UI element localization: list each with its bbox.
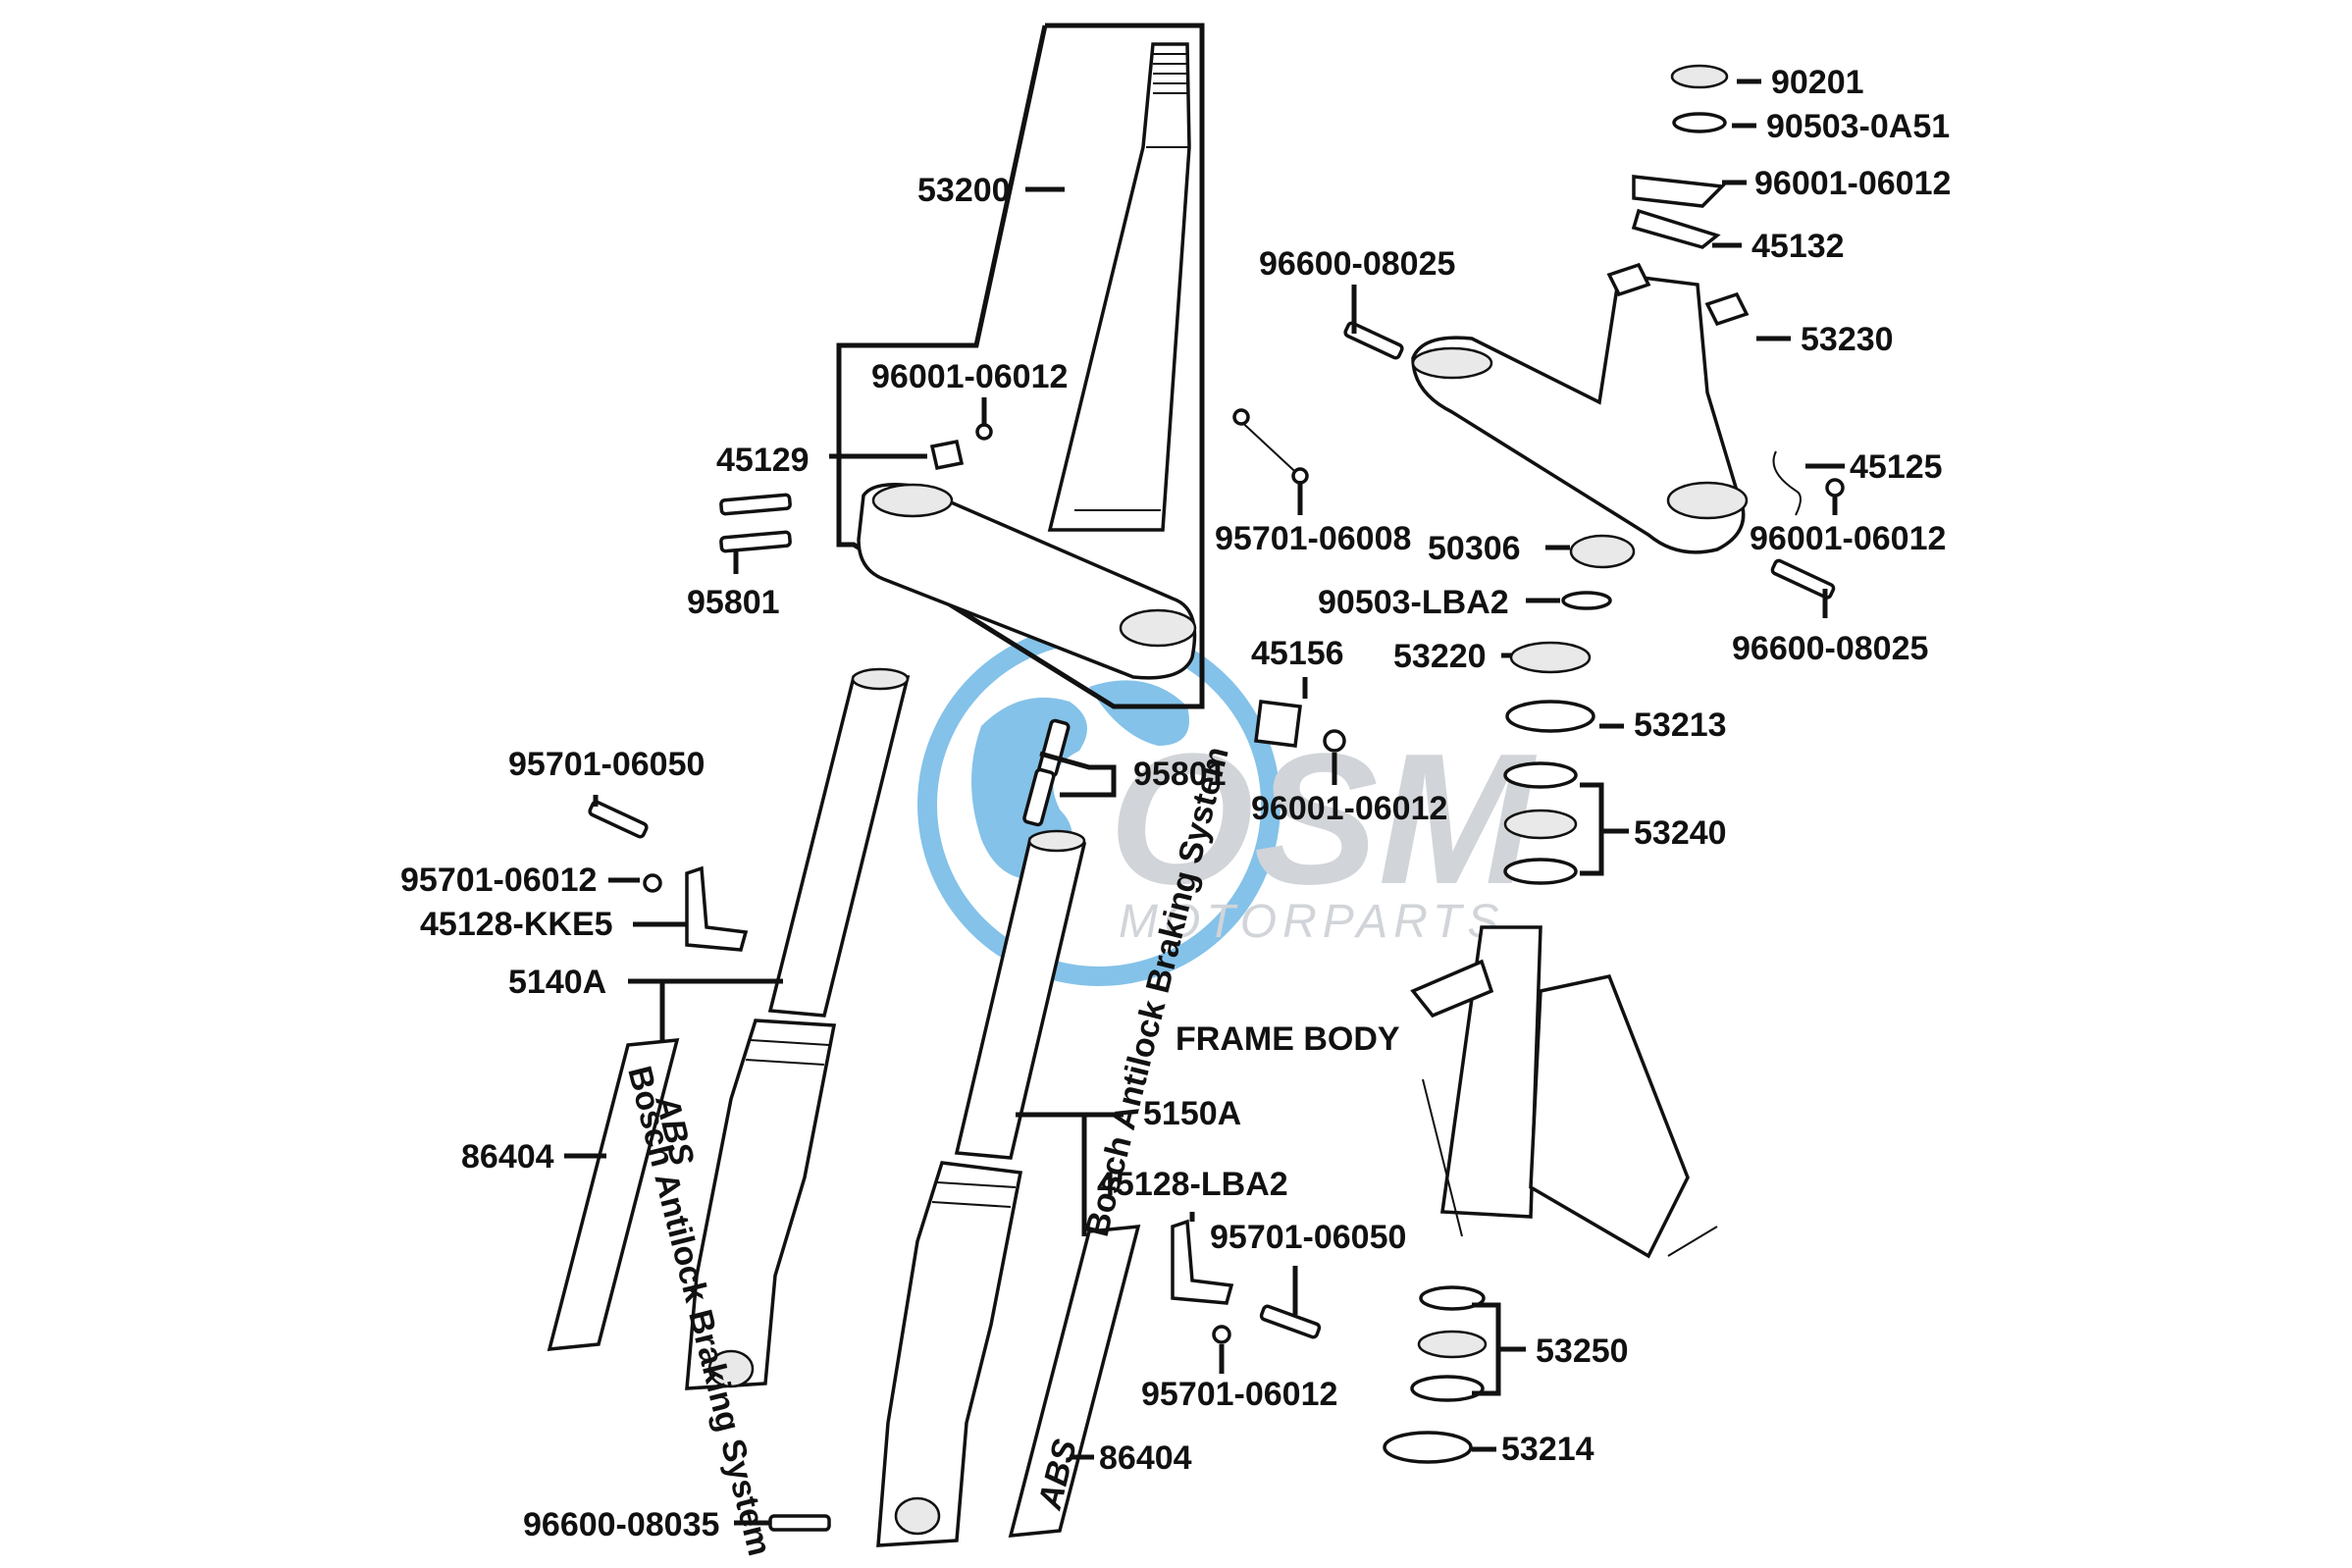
stem-thread	[1153, 53, 1187, 94]
clamp-bore-right	[1119, 608, 1197, 648]
right-fork-leg	[876, 829, 1087, 1547]
label-95801-center: 95801	[1133, 756, 1227, 793]
bolt-95701-06050-left	[588, 800, 649, 839]
bolts-95801-left	[719, 493, 792, 553]
bearing-53250	[1410, 1375, 1485, 1402]
label-53240: 53240	[1634, 814, 1727, 852]
label-53200: 53200	[917, 172, 1011, 209]
right-fork-tube	[954, 837, 1087, 1160]
label-45128-LBA2: 45128-LBA2	[1097, 1166, 1288, 1203]
label-45129: 45129	[716, 442, 810, 479]
watermark-globe-land-2	[1089, 680, 1189, 746]
clip-45129	[929, 439, 965, 471]
label-96001-06012-center: 96001-06012	[1251, 790, 1447, 827]
bracket-96001-06012	[1632, 175, 1726, 208]
label-45156: 45156	[1251, 635, 1344, 672]
part-labels: 53200 96001-06012 45129 95801 96600-0802…	[400, 64, 1951, 1543]
label-5140A: 5140A	[508, 964, 606, 1001]
label-90503-LBA2: 90503-LBA2	[1318, 584, 1509, 621]
label-95701-06050-right: 95701-06050	[1210, 1219, 1406, 1256]
label-53214: 53214	[1501, 1431, 1594, 1468]
label-95801-left: 95801	[687, 584, 780, 621]
label-45125: 45125	[1850, 448, 1943, 486]
label-45128-KKE5: 45128-KKE5	[420, 906, 613, 943]
label-95701-06008: 95701-06008	[1215, 520, 1411, 557]
bearing-stack	[1383, 534, 1636, 1464]
label-96001-06012-top: 96001-06012	[871, 358, 1068, 395]
label-5150A: 5150A	[1143, 1095, 1241, 1132]
bolt-96600-08025-bottom	[1770, 558, 1836, 600]
right-fork-slider	[876, 1161, 1023, 1547]
watermark-tagline: MOTORPARTS	[1119, 896, 1504, 948]
label-90503-0A51: 90503-0A51	[1766, 108, 1950, 145]
label-96001-06012-bracket: 96001-06012	[1750, 520, 1946, 557]
leader-lines	[564, 78, 1845, 1526]
nut-50306	[1569, 534, 1636, 569]
label-53213: 53213	[1634, 706, 1727, 744]
bolt-96001-center	[1323, 729, 1346, 753]
bracket-45128-KKE5	[685, 865, 749, 952]
stem-enclosure-outline	[836, 23, 1205, 709]
bolt-95701-06050-right	[1259, 1304, 1322, 1339]
bracket-45128-LBA2	[1171, 1219, 1234, 1305]
wire-95701-06008	[1235, 416, 1306, 482]
left-fork-leg	[685, 667, 911, 1390]
label-96600-08025-top: 96600-08025	[1259, 245, 1455, 283]
label-86404-right: 86404	[1099, 1439, 1192, 1477]
bolt-95701-06012-left	[643, 873, 662, 893]
left-fork-tube	[767, 675, 911, 1018]
washer-90503-LBA2	[1561, 591, 1612, 610]
label-50306: 50306	[1428, 530, 1521, 567]
bolt-96001-bracket	[1825, 478, 1845, 497]
frame-body	[1410, 925, 1718, 1259]
bolt-96600-08035	[768, 1514, 831, 1532]
label-53230: 53230	[1801, 321, 1894, 358]
label-45132: 45132	[1751, 228, 1845, 265]
bolt-96600-08025-top	[1343, 321, 1404, 360]
top-stack-parts	[1343, 64, 1845, 600]
clamp-bore-left	[871, 483, 954, 518]
nut-90201	[1670, 64, 1729, 89]
label-95701-06012-left: 95701-06012	[400, 862, 597, 899]
upper-triple-clamp	[1411, 262, 1750, 554]
bearing-53240	[1503, 858, 1578, 885]
label-53220: 53220	[1393, 638, 1487, 675]
label-90201: 90201	[1771, 64, 1864, 101]
label-95701-06012-right: 95701-06012	[1141, 1376, 1337, 1413]
steering-stem-tube	[1047, 42, 1191, 532]
label-frame-body: FRAME BODY	[1176, 1020, 1400, 1058]
left-fork-slider	[685, 1019, 837, 1390]
race-53220	[1509, 641, 1592, 674]
steering-stem-assembly	[836, 23, 1205, 709]
watermark-brand: OSM	[1109, 715, 1538, 923]
small-parts-left	[588, 800, 749, 952]
center-small-parts	[1022, 408, 1346, 827]
race-53213	[1505, 700, 1595, 733]
label-96001-06012-right: 96001-06012	[1754, 165, 1951, 202]
clip-45156	[1254, 700, 1302, 748]
label-86404-left: 86404	[461, 1138, 554, 1176]
bracket-45132	[1631, 208, 1721, 249]
right-side-small-parts	[768, 1219, 1322, 1532]
washer-90503-0A51	[1672, 112, 1727, 133]
label-96600-08025-bottom: 96600-08025	[1732, 630, 1928, 667]
wire-45125	[1772, 450, 1802, 516]
label-53250: 53250	[1536, 1333, 1629, 1370]
bolt-95701-06012-right	[1212, 1325, 1231, 1344]
label-95701-06050-left: 95701-06050	[508, 746, 705, 783]
race-53214	[1383, 1431, 1473, 1464]
bolt-96001-top	[975, 423, 993, 441]
label-96600-08035: 96600-08035	[523, 1506, 719, 1543]
